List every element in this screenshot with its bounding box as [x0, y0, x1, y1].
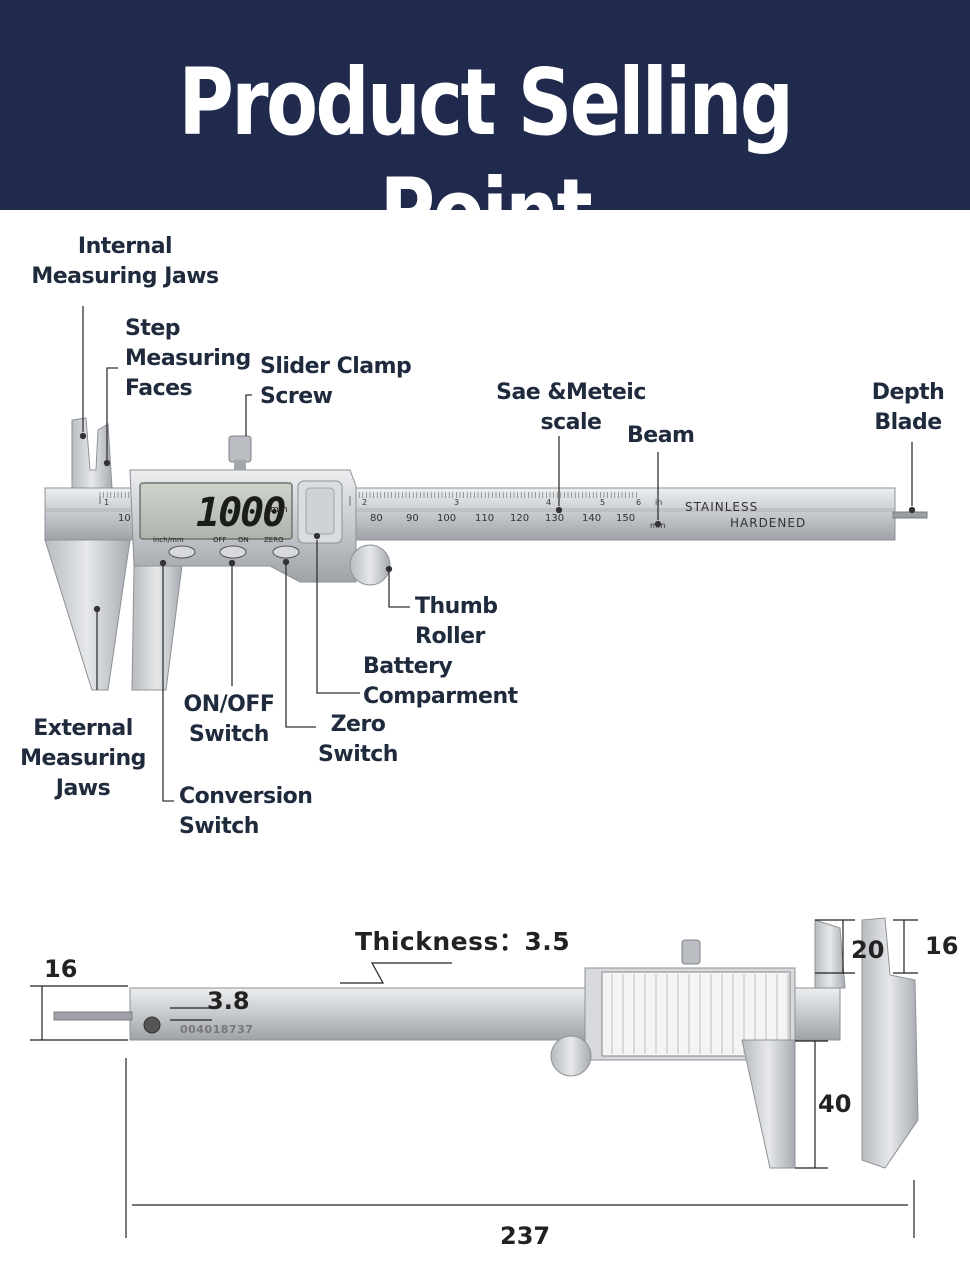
depth-blade: [892, 511, 928, 519]
metric-tick-label: 150: [616, 513, 636, 524]
external-jaw-slider: [131, 565, 183, 691]
page-title: Product Selling Point: [178, 49, 794, 266]
button-label-off: OFF: [213, 536, 227, 544]
metric-tick-label: 120: [510, 513, 530, 524]
dim-total-length: 237: [500, 1222, 551, 1250]
beam-text-hardened: HARDENED: [730, 516, 807, 530]
caliper-side-view: [53, 917, 919, 1169]
unit-in: in: [655, 498, 663, 507]
dim-upper-jaw: 20: [851, 936, 885, 964]
inch-tick-label: 3: [454, 498, 460, 507]
lcd-screen: [139, 482, 293, 540]
clamp-screw: [228, 435, 252, 463]
inch-tick-label: 2: [362, 498, 368, 507]
unit-mm: mm: [650, 521, 666, 530]
zero-button: [272, 545, 300, 559]
inch-tick-label: 6: [636, 498, 642, 507]
button-label-conversion: inch/mm: [153, 536, 184, 544]
button-label-on: ON: [238, 536, 249, 544]
depth-blade-side: [53, 1011, 133, 1021]
thumb-roller: [349, 544, 391, 586]
beam-text-stainless: STAINLESS: [685, 500, 759, 514]
metric-tick-label: 140: [582, 513, 602, 524]
header-banner: Product Selling Point: [0, 0, 970, 266]
dim-blade-thickness: 3.8: [207, 987, 250, 1015]
inch-tick-label: 1: [104, 498, 110, 507]
dim-blade-height: 16: [44, 955, 78, 983]
dim-thickness: Thickness：3.5: [355, 927, 571, 956]
dim-upper-jaw-right: 16: [925, 932, 959, 960]
inch-tick-label: 5: [600, 498, 606, 507]
button-label-zero: ZERO: [264, 536, 284, 544]
conversion-button: [168, 545, 196, 559]
onoff-button: [219, 545, 247, 559]
metric-tick-label: 80: [370, 513, 383, 524]
dim-lower-jaw: 40: [818, 1090, 852, 1118]
metric-tick-label: 130: [545, 513, 565, 524]
internal-jaw-fixed: [71, 417, 113, 489]
external-jaw-fixed: [44, 539, 131, 691]
metric-tick-label: 100: [437, 513, 457, 524]
inch-tick-label: 4: [546, 498, 552, 507]
metric-tick-label: 90: [406, 513, 419, 524]
lcd-unit: mm: [270, 505, 288, 515]
lcd-reading: 1000: [196, 490, 286, 536]
metric-tick-label: 10: [118, 513, 131, 524]
label-beam: Beam: [627, 423, 695, 448]
serial-number: 004018737: [180, 1023, 254, 1036]
metric-tick-label: 110: [475, 513, 495, 524]
